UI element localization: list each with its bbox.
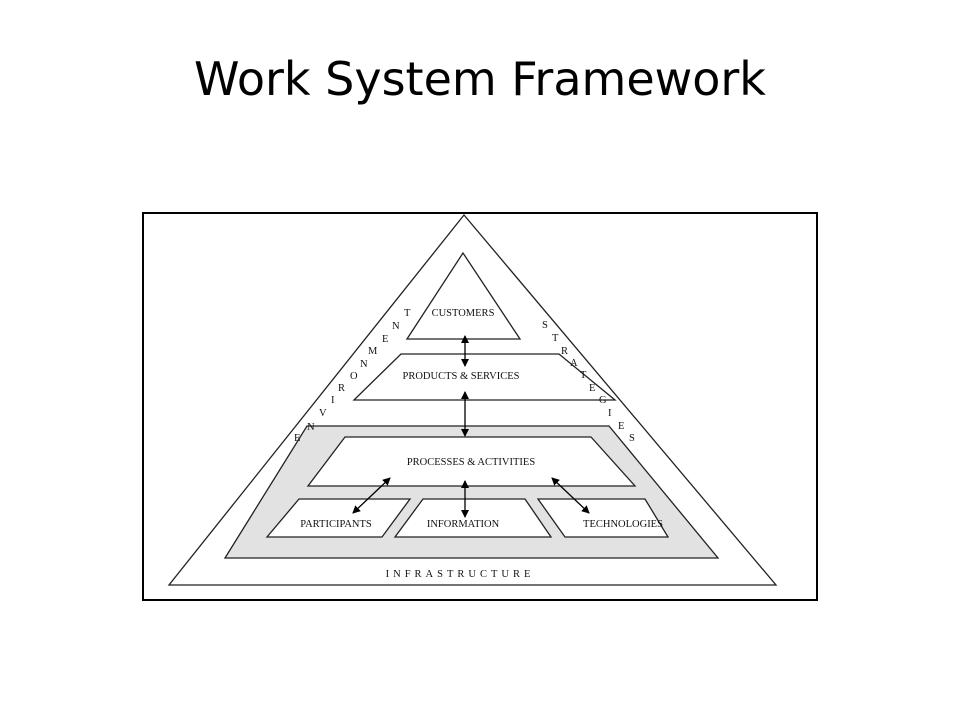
- products-services-box: [352, 353, 617, 401]
- slide-title: Work System Framework: [194, 52, 766, 106]
- environment-letter: O: [350, 371, 358, 382]
- environment-letter: N: [307, 422, 315, 433]
- environment-letter: N: [360, 359, 368, 370]
- environment-letter: E: [294, 433, 300, 444]
- strategies-letter: R: [561, 346, 568, 357]
- strategies-letter: E: [618, 421, 624, 432]
- environment-letter: M: [368, 346, 378, 357]
- arrow-processes-participants: [352, 477, 391, 514]
- strategies-label: S T R A T E G I E S: [542, 320, 635, 444]
- processes-activities-box: [306, 436, 637, 487]
- information-label: INFORMATION: [427, 519, 500, 530]
- environment-letter: E: [382, 334, 388, 345]
- processes-activities-label: PROCESSES & ACTIVITIES: [407, 457, 536, 468]
- strategies-letter: I: [608, 408, 612, 419]
- environment-letter: T: [404, 308, 411, 319]
- environment-letter: R: [338, 383, 345, 394]
- products-services-label: PRODUCTS & SERVICES: [402, 371, 519, 382]
- strategies-letter: S: [629, 433, 635, 444]
- strategies-letter: T: [552, 333, 559, 344]
- customers-label: CUSTOMERS: [432, 308, 495, 319]
- work-system-diagram: CUSTOMERS PRODUCTS & SERVICES PROCESSES …: [142, 212, 818, 602]
- environment-letter: V: [319, 408, 327, 419]
- environment-letter: N: [392, 321, 400, 332]
- technologies-label: TECHNOLOGIES: [583, 519, 663, 530]
- infrastructure-label: INFRASTRUCTURE: [386, 569, 535, 580]
- information-box: [393, 498, 553, 538]
- environment-letter: I: [331, 395, 335, 406]
- strategies-letter: S: [542, 320, 548, 331]
- participants-label: PARTICIPANTS: [300, 519, 372, 530]
- environment-label: E N V I R O N M E N T: [294, 308, 411, 444]
- strategies-letter: G: [599, 395, 607, 406]
- strategies-letter: A: [570, 358, 578, 369]
- strategies-letter: T: [580, 370, 587, 381]
- arrow-processes-technologies: [551, 477, 590, 514]
- strategies-letter: E: [589, 383, 595, 394]
